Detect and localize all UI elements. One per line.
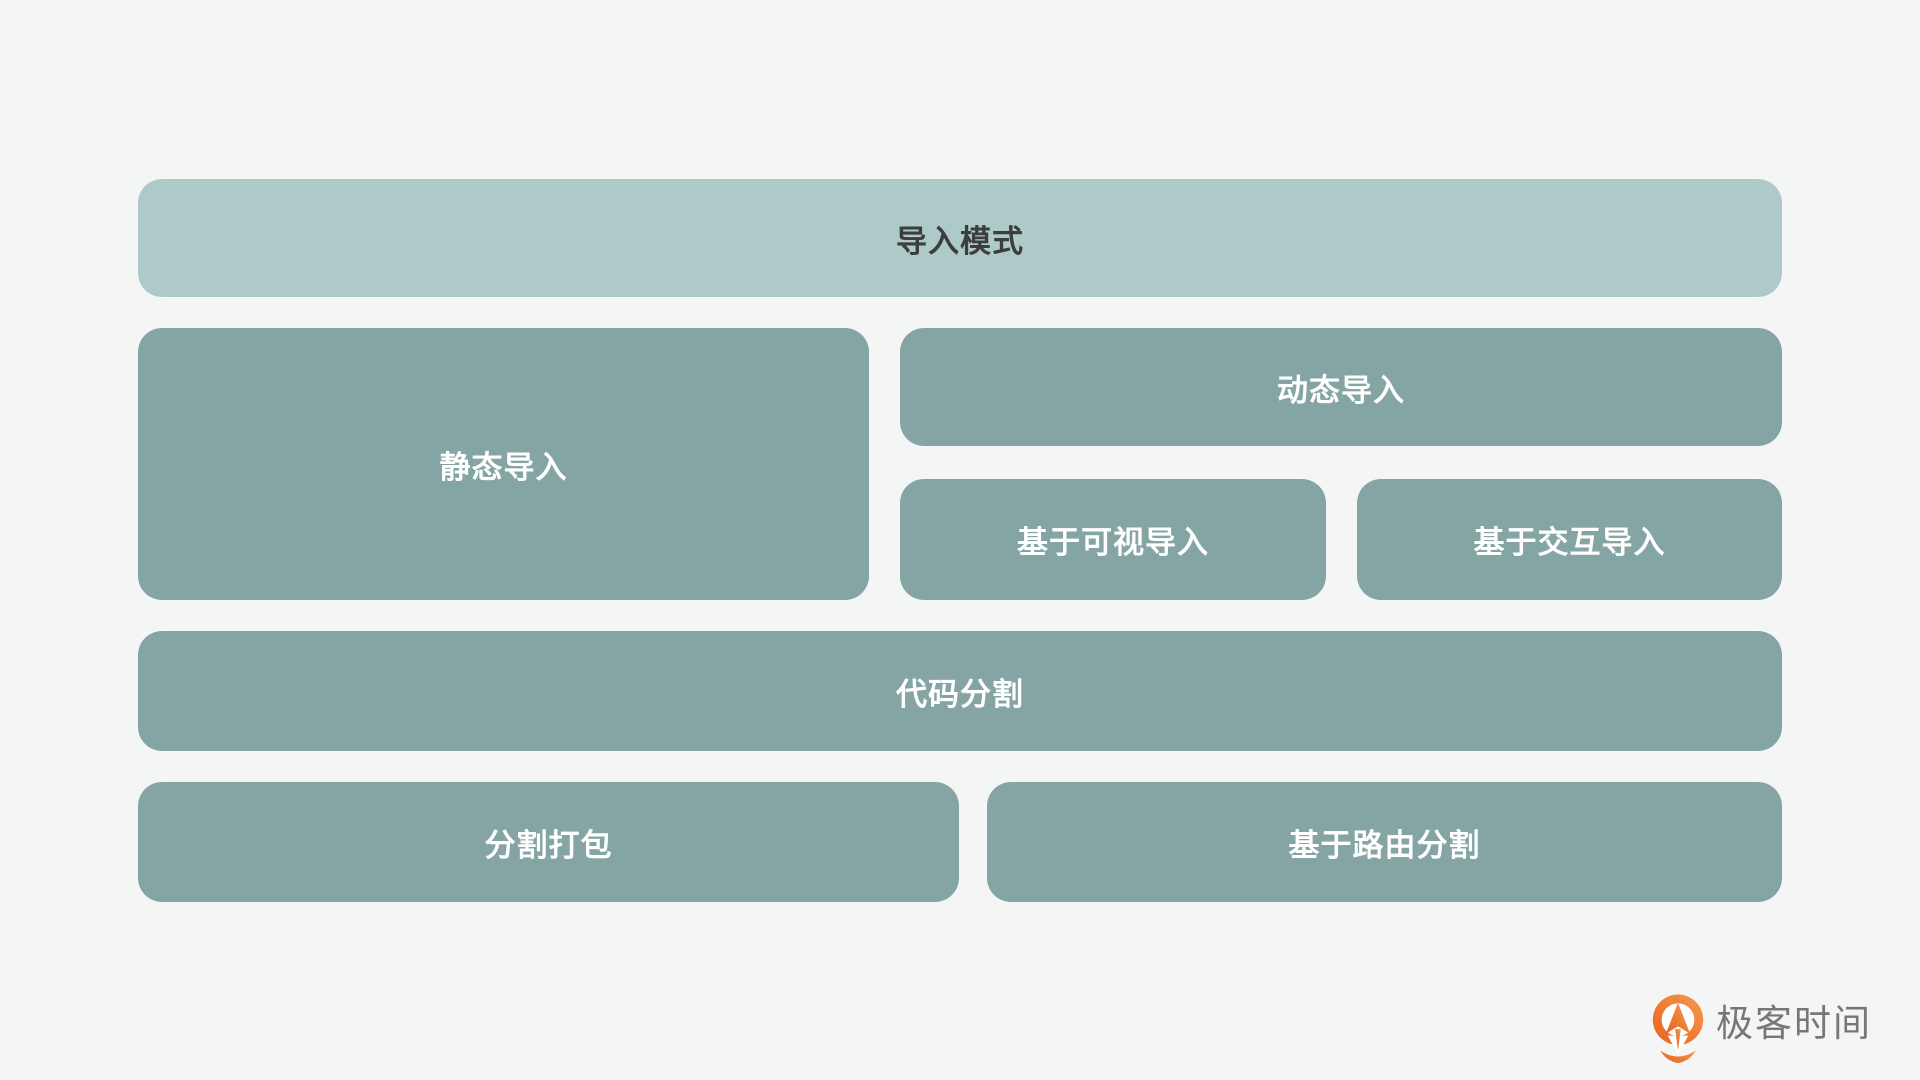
geektime-logo-icon [1652, 994, 1704, 1064]
block-dynamic-import: 动态导入 [900, 328, 1782, 446]
block-visibility-based-import: 基于可视导入 [900, 479, 1326, 600]
block-code-splitting-label: 代码分割 [896, 676, 1024, 712]
block-static-import: 静态导入 [138, 328, 869, 600]
block-route-based-splitting-label: 基于路由分割 [1288, 827, 1481, 863]
block-split-bundling-label: 分割打包 [484, 827, 613, 863]
geektime-logo-text: 极客时间 [1716, 1002, 1872, 1044]
block-dynamic-import-label: 动态导入 [1277, 372, 1405, 408]
block-route-based-splitting: 基于路由分割 [987, 782, 1782, 902]
block-interaction-based-import: 基于交互导入 [1357, 479, 1782, 600]
block-visibility-based-import-label: 基于可视导入 [1017, 525, 1209, 560]
block-split-bundling: 分割打包 [138, 782, 959, 902]
block-code-splitting: 代码分割 [138, 631, 1782, 751]
block-interaction-based-import-label: 基于交互导入 [1473, 525, 1666, 560]
block-import-mode: 导入模式 [138, 179, 1782, 297]
geektime-logo: 极客时间 [1650, 990, 1872, 1070]
block-static-import-label: 静态导入 [439, 449, 568, 485]
block-import-mode-label: 导入模式 [896, 223, 1024, 259]
